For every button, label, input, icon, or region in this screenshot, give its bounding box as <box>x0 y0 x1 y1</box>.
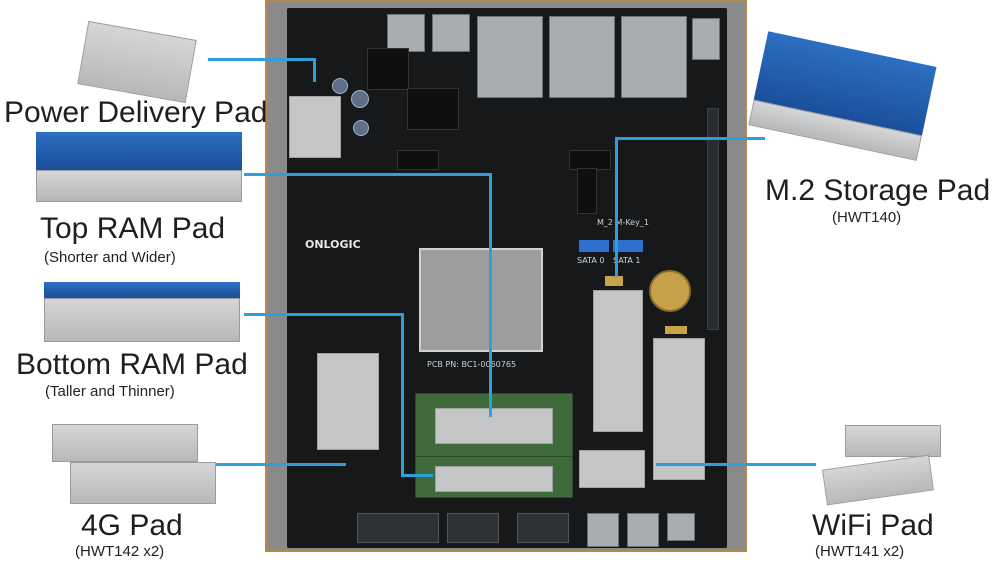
bottom-ram-connector-line <box>401 474 433 477</box>
sata-1-connector <box>613 240 643 252</box>
usb-port <box>692 18 720 60</box>
m2-storage-pad-image <box>747 31 937 165</box>
usb-port <box>627 513 659 547</box>
pcie-slot <box>707 108 719 330</box>
capacitor <box>351 90 369 108</box>
top-ram-pad-subtitle: (Shorter and Wider) <box>44 249 176 266</box>
4g-pad-image <box>52 424 198 462</box>
chip <box>407 88 459 130</box>
wifi-pad-connector-line <box>656 463 816 466</box>
top-ram-pad-title: Top RAM Pad <box>40 212 226 245</box>
motherboard-photo: M_2 M-Key_1 ONLOGIC SATA 0 SATA 1 PCB PN… <box>265 0 747 552</box>
usb-port <box>432 14 470 52</box>
wifi-pad-image <box>845 425 941 457</box>
wifi-pad-image <box>822 454 934 506</box>
m2-storage-pad-subtitle: (HWT140) <box>832 209 902 226</box>
top-ram-connector-line <box>244 173 492 176</box>
chip <box>367 48 409 90</box>
ethernet-port <box>549 16 615 98</box>
sim-slot <box>667 513 695 541</box>
sata-0-connector <box>579 240 609 252</box>
wifi-pad-subtitle: (HWT141 x2) <box>815 543 905 560</box>
usb-port <box>587 513 619 547</box>
bottom-ram-connector-line <box>401 313 404 477</box>
pad-gray-body <box>36 170 242 202</box>
m2-slot-label: M_2 M-Key_1 <box>597 218 649 227</box>
power-pad-connector-line <box>208 58 316 61</box>
pad-blue-film <box>44 282 240 298</box>
bottom-ram-pad-installed <box>435 466 553 492</box>
wifi-card-edge <box>665 326 687 334</box>
coin-cell-battery <box>649 270 691 312</box>
4g-pad-image <box>70 462 216 504</box>
power-delivery-pad-image <box>77 20 197 104</box>
com-port <box>447 513 499 543</box>
bottom-ram-pad-title: Bottom RAM Pad <box>16 348 248 381</box>
bottom-ram-connector-line <box>244 313 404 316</box>
power-delivery-pad-title: Power Delivery Pad <box>4 96 268 129</box>
bottom-ram-pad-image <box>44 282 240 342</box>
usb-port <box>387 14 425 52</box>
sata-1-label: SATA 1 <box>613 256 641 265</box>
4g-pad-installed <box>317 353 379 450</box>
capacitor <box>332 78 348 94</box>
4g-pad-connector-line <box>216 463 346 466</box>
m2-connector <box>569 150 611 170</box>
m2-storage-pad-title: M.2 Storage Pad <box>765 174 991 207</box>
pad-gray-body <box>44 298 240 342</box>
m2-connector <box>397 150 439 170</box>
pcb: M_2 M-Key_1 ONLOGIC SATA 0 SATA 1 PCB PN… <box>287 8 727 548</box>
ethernet-port <box>621 16 687 98</box>
power-delivery-pad-installed <box>289 96 341 158</box>
com-port <box>517 513 569 543</box>
power-pad-connector-line <box>313 58 316 82</box>
pcb-part-number: PCB PN: BC1-0060765 <box>427 360 517 369</box>
m2-pad-connector-line <box>615 137 618 277</box>
m2-storage-pad-installed <box>593 290 643 432</box>
ethernet-port <box>477 16 543 98</box>
4g-pad-subtitle: (HWT142 x2) <box>75 543 165 560</box>
brand-logo-text: ONLOGIC <box>305 238 361 251</box>
m2-slot <box>577 168 597 214</box>
4g-pad-title: 4G Pad <box>81 509 183 542</box>
wifi-pad-installed <box>653 338 705 480</box>
wifi-pad-title: WiFi Pad <box>812 509 934 542</box>
top-ram-connector-line <box>489 173 492 417</box>
sata-0-label: SATA 0 <box>577 256 605 265</box>
m2-pad-connector-line <box>615 137 765 140</box>
top-ram-pad-installed <box>435 408 553 444</box>
wifi-pad-installed-2 <box>579 450 645 488</box>
terminal-block <box>357 513 439 543</box>
pad-blue-film <box>36 132 242 170</box>
bottom-ram-pad-subtitle: (Taller and Thinner) <box>45 383 175 400</box>
cpu-heatspreader <box>419 248 543 352</box>
capacitor <box>353 120 369 136</box>
top-ram-pad-image <box>36 132 242 202</box>
m2-card-edge <box>605 276 623 286</box>
